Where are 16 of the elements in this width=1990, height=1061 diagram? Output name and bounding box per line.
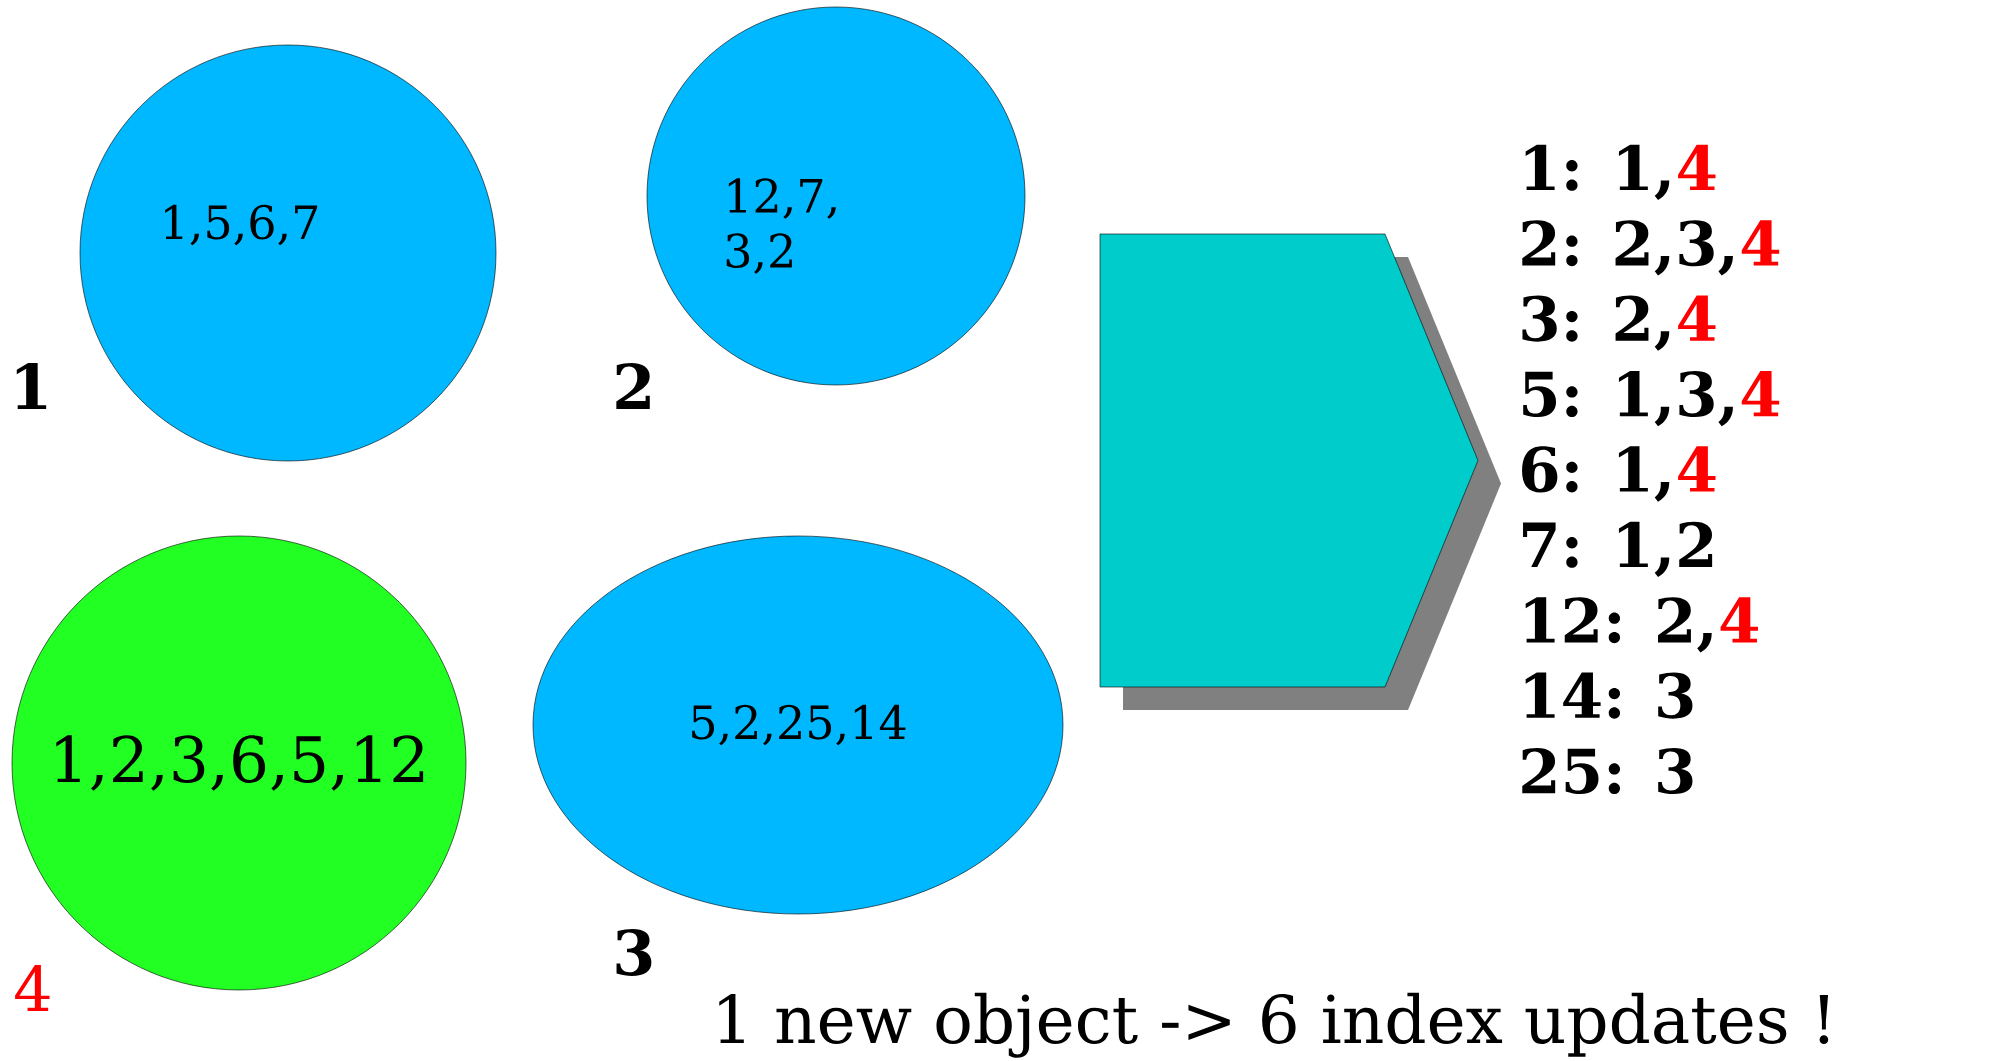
index-entry: 2: 2,3, <box>1522 220 1733 276</box>
index-entry: 4 <box>1678 295 1716 341</box>
index-entry: 4 <box>1741 370 1780 417</box>
index-entry: 4 <box>1678 446 1716 492</box>
index-entry: 4 <box>1720 597 1758 643</box>
node-number: 1 <box>16 363 47 409</box>
caption: 1 new object -> 6 index updates ! <box>719 992 1829 1058</box>
circle-node: 1,5,6,7 <box>79 44 497 462</box>
node-number: 3 <box>616 929 652 976</box>
index-entry: 25: 3 <box>1522 747 1693 795</box>
ellipse-node: 5,2,25,14 <box>532 535 1064 915</box>
arrow-shape <box>1099 233 1501 710</box>
node-number: 4 <box>15 965 50 1011</box>
index-entry: 4 <box>1741 220 1780 266</box>
index-entry: 1: 1, <box>1525 144 1670 201</box>
index-entry: 4 <box>1678 144 1716 190</box>
